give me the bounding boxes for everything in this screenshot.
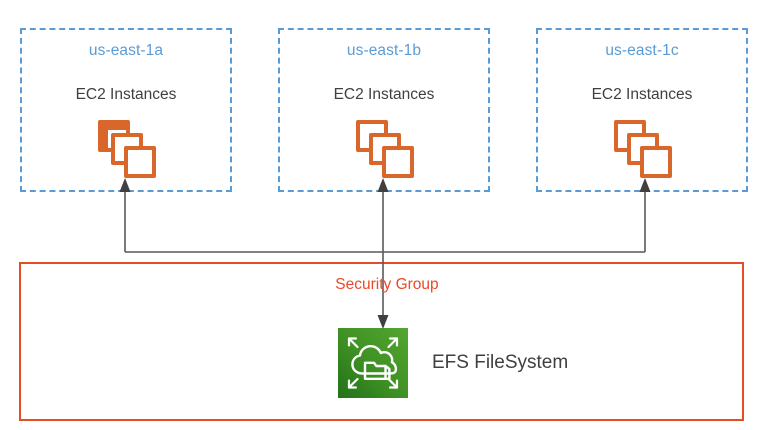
ec2-instances-icon <box>612 118 674 180</box>
az-label-us-east-1a: us-east-1a <box>88 42 164 59</box>
az-label-us-east-1c: us-east-1c <box>605 42 679 59</box>
availability-zone-us-east-1b: us-east-1b EC2 Instances <box>278 28 490 192</box>
az-label-us-east-1b: us-east-1b <box>346 42 422 59</box>
availability-zone-us-east-1c: us-east-1c EC2 Instances <box>536 28 748 192</box>
efs-filesystem-icon <box>338 328 408 398</box>
efs-filesystem-node: EFS FileSystem <box>338 328 568 398</box>
az-resource-label-us-east-1a: EC2 Instances <box>75 86 177 103</box>
az-resource-label-us-east-1c: EC2 Instances <box>591 86 693 103</box>
security-group-boundary <box>19 262 744 421</box>
ec2-instances-icon <box>96 118 158 180</box>
ec2-instances-icon <box>354 118 416 180</box>
az-resource-label-us-east-1b: EC2 Instances <box>333 86 435 103</box>
availability-zone-us-east-1a: us-east-1a EC2 Instances <box>20 28 232 192</box>
security-group-label: Security Group <box>335 276 439 293</box>
efs-filesystem-label: EFS FileSystem <box>432 352 569 373</box>
